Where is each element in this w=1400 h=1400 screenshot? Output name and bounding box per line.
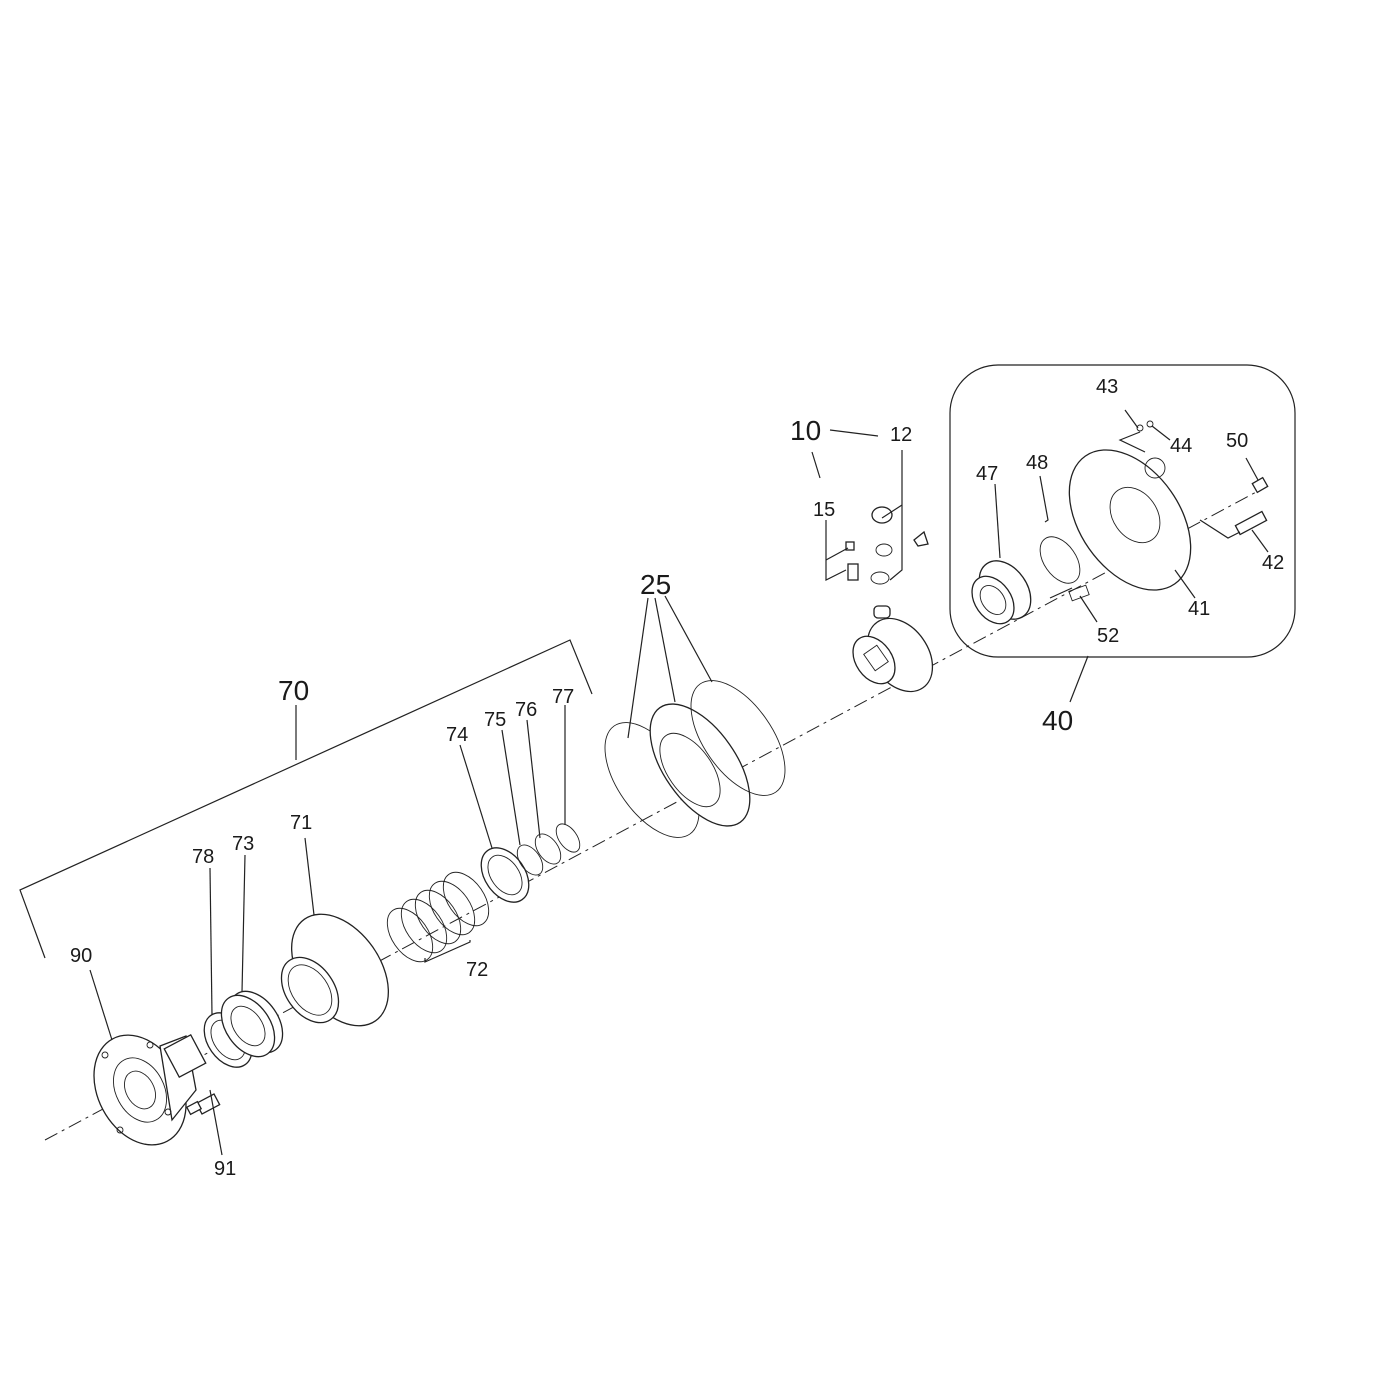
part-52-spring [1068, 584, 1090, 602]
part-41-end-cover [1068, 449, 1192, 591]
label-47: 47 [976, 463, 998, 485]
label-75: 75 [484, 709, 506, 731]
part-71-housing [280, 913, 390, 1027]
leader-lines [89, 409, 1269, 1156]
part-42-bolt [1234, 510, 1268, 536]
part-15-small-parts [845, 541, 859, 581]
label-70: 70 [278, 675, 309, 706]
label-76: 76 [515, 699, 537, 721]
part-75-ring [516, 844, 544, 876]
part-77-ring [555, 823, 581, 853]
label-50: 50 [1226, 430, 1248, 452]
part-90-flange-shaft [93, 1033, 207, 1146]
part-47-spool [971, 560, 1032, 625]
label-40: 40 [1042, 705, 1073, 736]
part-48-seal [1039, 536, 1081, 584]
label-42: 42 [1262, 552, 1284, 574]
label-44: 44 [1170, 435, 1192, 457]
part-72-ring-set [386, 871, 490, 963]
label-71: 71 [290, 812, 312, 834]
label-77: 77 [552, 686, 574, 708]
part-73-bearing [220, 990, 284, 1058]
group-40-frame [949, 364, 1296, 658]
label-48: 48 [1026, 452, 1048, 474]
label-91: 91 [214, 1158, 236, 1180]
part-76-ring [534, 833, 562, 865]
part-74-bearing [480, 847, 530, 903]
label-43: 43 [1096, 376, 1118, 398]
label-52: 52 [1097, 625, 1119, 647]
label-74: 74 [446, 724, 468, 746]
part-12-valve-parts [870, 506, 929, 585]
label-15: 15 [813, 499, 835, 521]
bracket-72 [424, 940, 471, 963]
part-50-plug [1251, 476, 1269, 494]
label-72: 72 [466, 959, 488, 981]
part-10-valve-body [852, 605, 934, 693]
part-25-rotor-set [604, 680, 786, 838]
label-10: 10 [790, 415, 821, 446]
label-12: 12 [890, 424, 912, 446]
part-43-44-plug [1136, 420, 1154, 432]
label-41: 41 [1188, 598, 1210, 620]
label-73: 73 [232, 833, 254, 855]
label-78: 78 [192, 846, 214, 868]
label-25: 25 [640, 569, 671, 600]
part-labels: 90 91 78 73 71 70 72 74 75 76 77 25 10 1… [70, 376, 1284, 1180]
bracket-70 [19, 639, 593, 959]
part-91-bolt [185, 1093, 221, 1116]
label-90: 90 [70, 945, 92, 967]
